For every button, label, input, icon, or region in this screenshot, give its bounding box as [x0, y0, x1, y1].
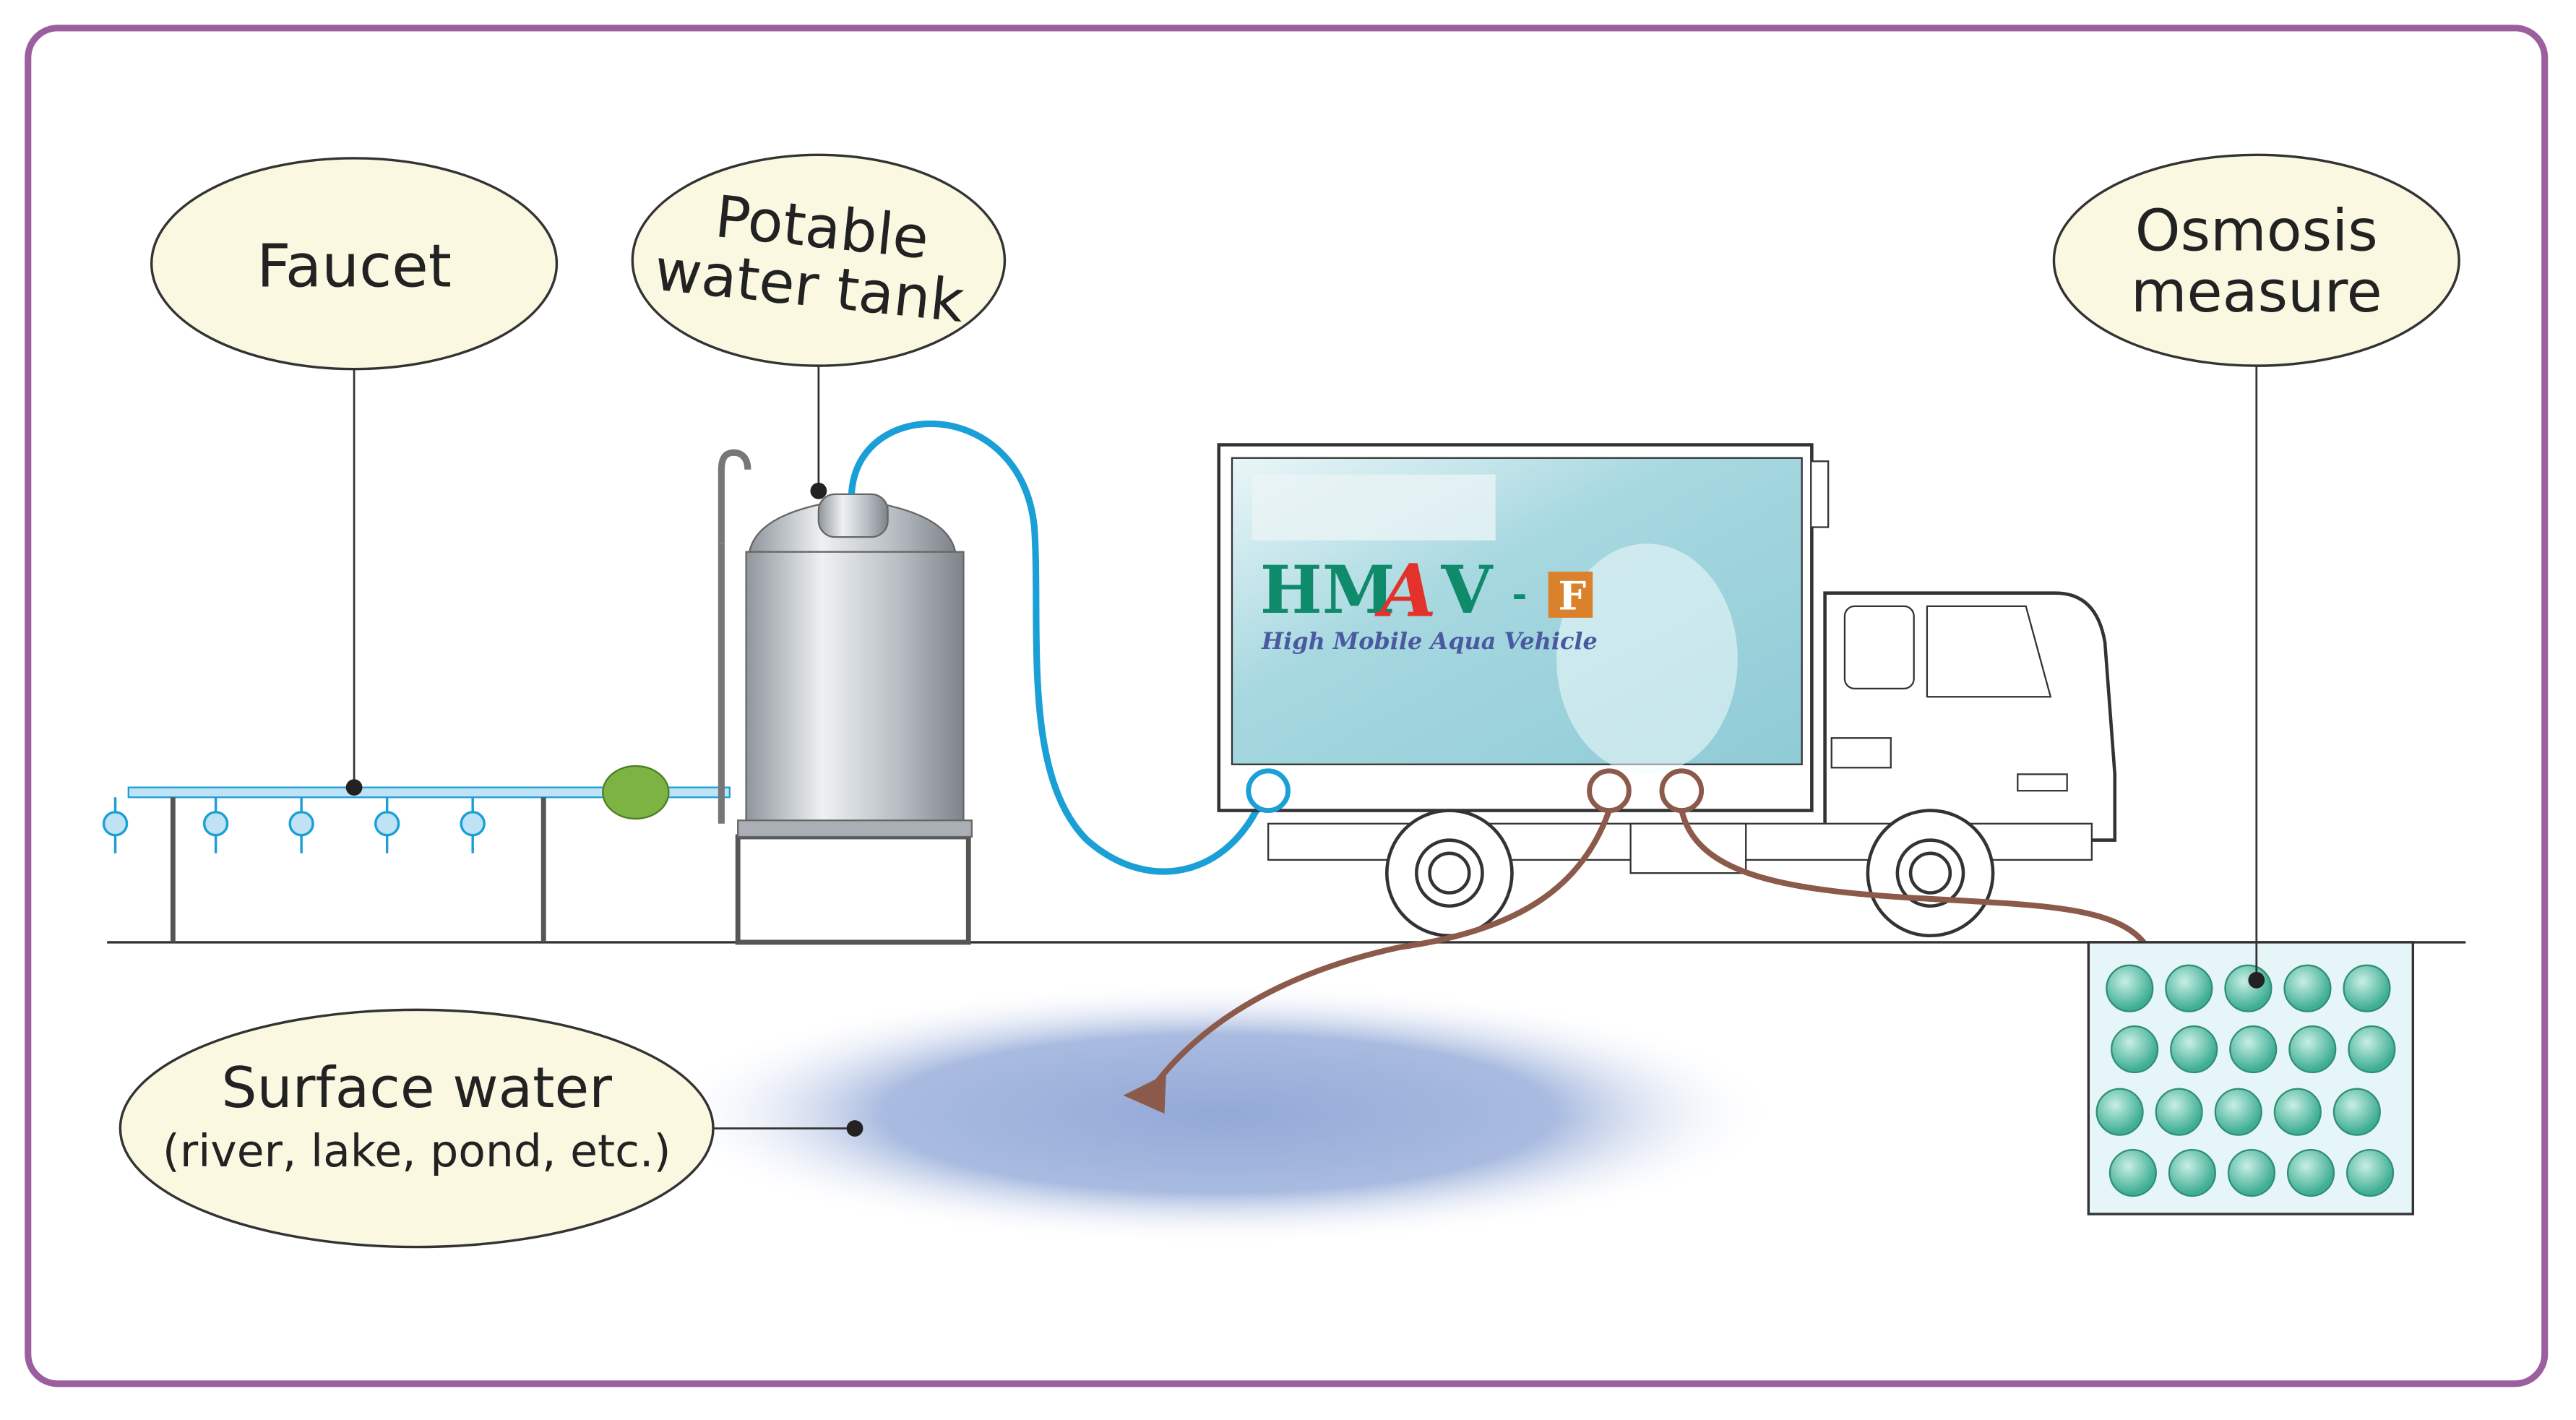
osmosis-bead [2273, 1088, 2322, 1136]
logo-tagline: High Mobile Aqua Vehicle [1261, 627, 1598, 655]
surface-callout [119, 1008, 715, 1249]
osmosis-bead [2170, 1025, 2218, 1074]
faucet-callout [150, 157, 559, 371]
osmosis-bead [2288, 1025, 2337, 1074]
blue-hose [848, 420, 1268, 875]
osmosis-label-line1: Osmosis [2135, 197, 2378, 264]
blue-port [1246, 768, 1291, 813]
surface-label-line2: (river, lake, pond, etc.) [163, 1125, 671, 1177]
filter-icon [602, 765, 670, 820]
osmosis-bead [2229, 1025, 2278, 1074]
potable-water-tank [718, 449, 973, 945]
tank-callout [631, 153, 1007, 367]
osmosis-bead [2332, 1088, 2381, 1136]
osmosis-bead [2346, 1148, 2395, 1197]
osmosis-bead [2155, 1088, 2203, 1136]
brown-port-2 [1659, 768, 1705, 813]
osmosis-bead [2095, 1088, 2144, 1136]
osmosis-bead [2286, 1148, 2335, 1197]
osmosis-bead [2227, 1148, 2276, 1197]
logo-a: A [1374, 548, 1436, 634]
logo-v: V [1440, 551, 1494, 629]
osmosis-bead [2283, 964, 2332, 1012]
faucet-label: Faucet [257, 233, 452, 301]
osmosis-bead [2168, 1148, 2216, 1197]
osmosis-bead [2214, 1088, 2262, 1136]
osmosis-callout [2052, 153, 2460, 367]
brown-hose-to-pond [1150, 809, 1612, 1089]
logo-badge-letter: F [1558, 572, 1586, 619]
osmosis-label-line2: measure [2131, 258, 2382, 325]
osmosis-bead [2108, 1148, 2157, 1197]
bottle-image [1556, 543, 1738, 775]
brown-hose-to-osmosis [1679, 809, 2158, 962]
osmosis-bead [2165, 964, 2213, 1012]
faucet-assembly [102, 765, 731, 942]
arrow-head-icon [1123, 1074, 1166, 1114]
truck: HM A V - F High Mobile Aqua Vehicle [1217, 443, 2117, 938]
brown-port-1 [1587, 768, 1632, 813]
osmosis-bead [2111, 1025, 2159, 1074]
surface-water-pond [658, 981, 1779, 1246]
osmosis-container [2087, 941, 2415, 1215]
surface-label-line1: Surface water [221, 1056, 612, 1121]
osmosis-bead [2343, 964, 2391, 1012]
logo-hm: HM [1260, 551, 1395, 629]
logo-badge [1548, 572, 1593, 618]
logo-dash: - [1512, 572, 1528, 615]
osmosis-bead [2224, 964, 2273, 1012]
osmosis-bead [2106, 964, 2154, 1012]
osmosis-bead [2348, 1025, 2396, 1074]
